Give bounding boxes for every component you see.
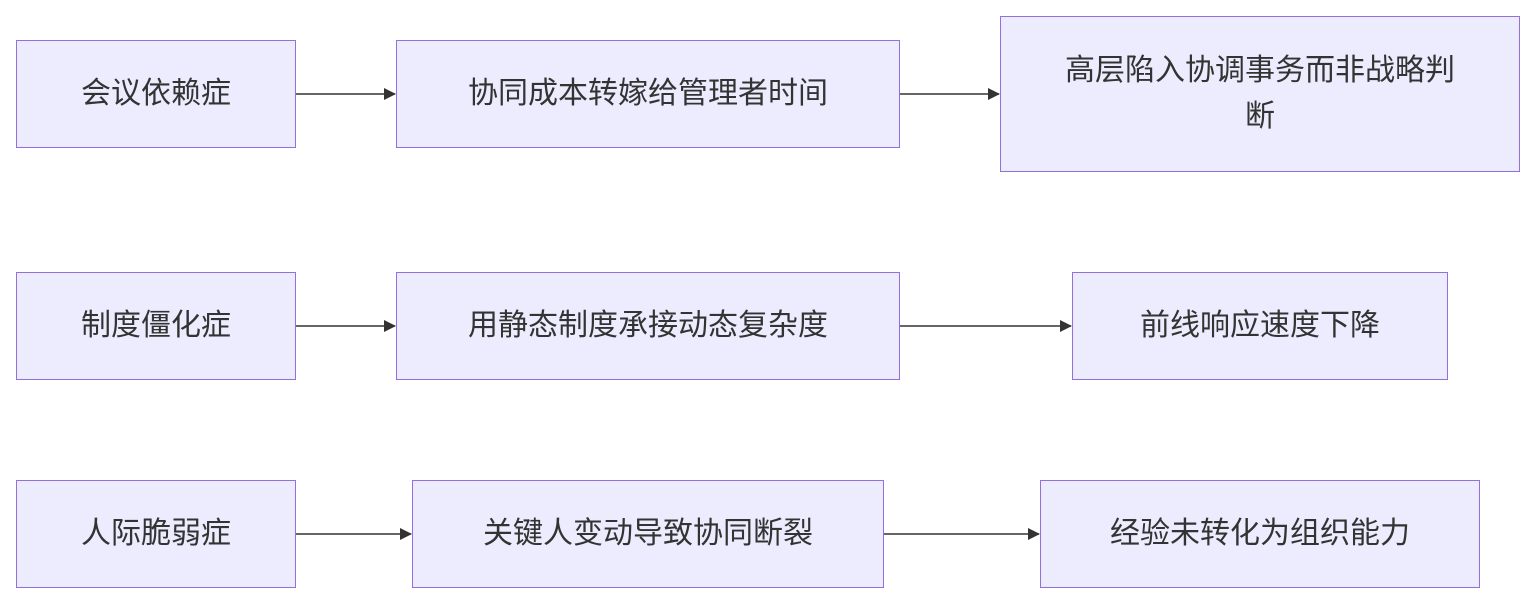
- node-label: 协同成本转嫁给管理者时间: [468, 76, 828, 111]
- node-institutional-rigidity: 制度僵化症: [16, 272, 296, 380]
- node-label: 用静态制度承接动态复杂度: [468, 308, 828, 343]
- node-experience-not-institutionalized: 经验未转化为组织能力: [1040, 480, 1480, 588]
- node-label: 会议依赖症: [81, 76, 231, 111]
- node-label: 前线响应速度下降: [1140, 308, 1380, 343]
- node-executives-stuck-in-coordination: 高层陷入协调事务而非战略判断: [1000, 16, 1520, 172]
- node-static-rules-dynamic-complexity: 用静态制度承接动态复杂度: [396, 272, 900, 380]
- node-label: 经验未转化为组织能力: [1110, 516, 1410, 551]
- node-label: 高层陷入协调事务而非战略判断: [1065, 53, 1455, 134]
- node-label: 关键人变动导致协同断裂: [483, 516, 813, 551]
- node-meeting-dependency: 会议依赖症: [16, 40, 296, 148]
- node-key-person-change-breaks-coordination: 关键人变动导致协同断裂: [412, 480, 884, 588]
- node-label: 人际脆弱症: [81, 516, 231, 551]
- node-label: 制度僵化症: [81, 308, 231, 343]
- node-frontline-response-slowdown: 前线响应速度下降: [1072, 272, 1448, 380]
- node-interpersonal-fragility: 人际脆弱症: [16, 480, 296, 588]
- node-coordination-cost-shift: 协同成本转嫁给管理者时间: [396, 40, 900, 148]
